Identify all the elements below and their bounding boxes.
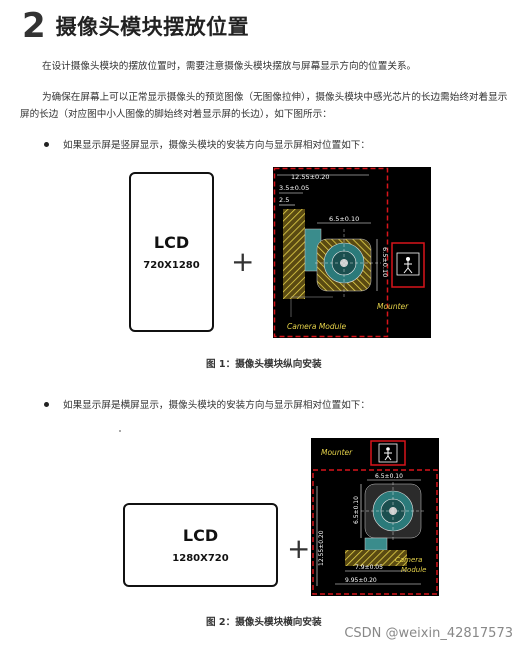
figure-2-caption: 图 2：摄像头模块横向安装 (206, 617, 322, 628)
bullet-landscape: 如果显示屏是横屏显示，摄像头模块的安装方向与显示屏相对位置如下： (44, 397, 370, 411)
dim-fpc-length: 7.9±0.05 (355, 564, 383, 571)
dim-lens-horizontal: 6.5±0.10 (375, 473, 403, 480)
mounter-figure-icon (378, 443, 398, 463)
mounter-box (391, 242, 425, 288)
mounter-figure-icon (396, 252, 420, 276)
mounter-label: Mounter (321, 448, 353, 457)
watermark: CSDN @weixin_42817573 (344, 626, 513, 641)
dim-width: 12.55±0.20 (291, 173, 330, 181)
stray-mark (119, 430, 121, 432)
section-number: 2 (22, 6, 46, 46)
lcd-portrait-name: LCD (153, 233, 190, 252)
lcd-portrait: LCD 720X1280 (129, 172, 214, 332)
paragraph-rule: 为确保在屏幕上可以正常显示摄像头的预览图像（无图像拉伸），摄像头模块中感光芯片的… (20, 92, 508, 120)
figure-1-caption: 图 1：摄像头模块纵向安装 (206, 359, 322, 370)
paragraph-intro: 在设计摄像头模块的摆放位置时，需要注意摄像头模块摆放与屏幕显示方向的位置关系。 (42, 61, 417, 72)
fpc-hatch (283, 209, 305, 299)
connector-block (364, 537, 388, 551)
lcd-landscape: LCD 1280X720 (123, 503, 278, 587)
section-heading: 2 摄像头模块摆放位置 (22, 6, 249, 46)
bullet-portrait-text: 如果显示屏是竖屏显示，摄像头模块的安装方向与显示屏相对位置如下： (63, 140, 370, 151)
module-outline (273, 167, 389, 338)
lcd-landscape-name: LCD (182, 526, 219, 545)
camera-drawing-landscape: Mounter 6.5±0.10 6.5±0.10 12.55±0.20 7.9… (311, 438, 439, 596)
camera-label-line1: Camera (395, 556, 422, 564)
bullet-landscape-text: 如果显示屏是横屏显示，摄像头模块的安装方向与显示屏相对位置如下： (63, 400, 370, 411)
plus-sign-1: + (231, 245, 255, 278)
lcd-landscape-resolution: 1280X720 (172, 553, 229, 564)
dim-lens-vertical: 6.5±0.10 (381, 247, 389, 277)
plus-sign-2: + (287, 532, 311, 565)
bullet-dot-icon (44, 141, 49, 147)
module-outline (312, 469, 438, 595)
fpc-hatch (345, 550, 407, 566)
dim-lens-vertical: 6.5±0.10 (353, 496, 360, 524)
lcd-portrait-resolution: 720X1280 (143, 260, 200, 271)
dim-fpc-width: 3.5±0.05 (279, 184, 309, 192)
mounter-label: Mounter (377, 302, 409, 311)
bullet-dot-icon (44, 401, 49, 407)
lens-center-icon (340, 259, 348, 267)
camera-module-label: Camera Module (287, 322, 346, 331)
bullet-portrait: 如果显示屏是竖屏显示，摄像头模块的安装方向与显示屏相对位置如下： (44, 137, 370, 151)
camera-drawing-portrait: 12.55±0.20 3.5±0.05 2.5 6.5±0.10 6.5±0.1… (273, 167, 431, 338)
dim-fpc-inner: 2.5 (279, 196, 289, 204)
mounter-box (370, 440, 406, 466)
dim-module-width: 9.95±0.20 (345, 577, 377, 584)
dim-module-height: 12.55±0.20 (318, 530, 325, 566)
dim-lens-horizontal: 6.5±0.10 (329, 215, 359, 223)
camera-label-line2: Module (401, 566, 426, 574)
section-title: 摄像头模块摆放位置 (55, 15, 250, 39)
